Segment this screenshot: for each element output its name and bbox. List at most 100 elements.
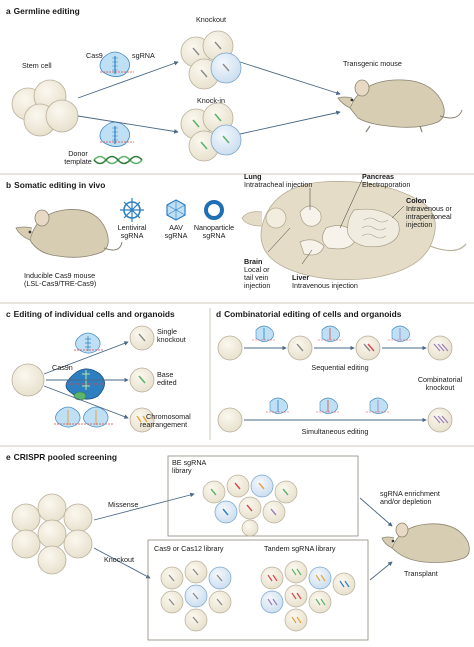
lentiviral-icon (120, 198, 144, 222)
donor-dna-icon (93, 155, 143, 165)
arrow-missense (93, 492, 195, 521)
label-knockin: Knock-in (197, 96, 225, 105)
label-cas-library: Cas9 or Cas12 library (154, 544, 224, 553)
label-single-ko-1: Single (157, 327, 177, 336)
label-lung-desc: Intratracheal injection (244, 180, 313, 189)
label-base-edited-1: Base (157, 370, 174, 379)
section-a-title-text: Germline editing (13, 6, 80, 16)
label-lung: Lung (244, 172, 262, 181)
pooled-source-cluster (11, 493, 93, 575)
label-brain-desc-1: Local or (244, 265, 270, 274)
label-colon-desc-2: intraperitoneal (406, 212, 452, 221)
label-colon-desc-1: Intravenous or (406, 204, 452, 213)
label-lentiviral-2: sgRNA (120, 231, 144, 240)
label-liver-desc: Intravenous injection (292, 281, 358, 290)
label-cas9n: Cas9n (52, 363, 73, 372)
ko-library-box (147, 539, 369, 641)
label-aav-1: AAV (169, 223, 183, 232)
arrow-knockin-to-mouse (239, 110, 341, 135)
arrow-c-single (43, 341, 129, 375)
cas9-single-icon (74, 332, 104, 354)
arrow-to-transplant-bottom (369, 561, 393, 581)
label-pancreas-desc: Electroporation (362, 180, 411, 189)
section-b-graphics (15, 179, 467, 281)
label-missense: Missense (108, 500, 139, 509)
seq-sgrna-icons (252, 325, 412, 342)
section-b-letter: b (6, 180, 12, 190)
label-simultaneous: Simultaneous editing (301, 427, 369, 436)
label-tandem-library: Tandem sgRNA library (264, 544, 336, 553)
label-be-library-2: library (172, 466, 192, 475)
parent-cell-c (11, 363, 45, 397)
label-stem-cell: Stem cell (22, 61, 52, 70)
label-sgrna: sgRNA (132, 51, 155, 60)
sim-cell-2 (427, 407, 453, 433)
label-sequential: Sequential editing (311, 363, 369, 372)
chrom-rearr-cell (129, 407, 155, 433)
section-a-letter: a (6, 6, 11, 16)
label-inducible-mouse-1: Inducible Cas9 mouse (24, 271, 96, 280)
tandem-library-cells (260, 560, 356, 632)
arrow-to-knockin (77, 115, 179, 134)
cas9n-icon (65, 368, 105, 401)
be-library-cells (202, 474, 298, 537)
section-b-title-text: Somatic editing in vivo (14, 180, 106, 190)
section-d-graphics (217, 325, 453, 433)
label-transplant: Transplant (404, 569, 438, 578)
mouse-anatomy-icon (241, 179, 467, 281)
section-e-title-text: CRISPR pooled screening (13, 452, 117, 462)
label-aav-2: sgRNA (164, 231, 188, 240)
section-c-title-text: Editing of individual cells and organoid… (13, 309, 175, 319)
cas9-protein-icon (99, 51, 134, 77)
arrow-knockout-to-mouse (239, 61, 341, 96)
transplant-mouse-icon (381, 522, 470, 563)
label-transgenic-mouse: Transgenic mouse (343, 59, 402, 68)
label-brain-desc-3: injection (244, 281, 271, 290)
label-knockout-e: Knockout (104, 555, 134, 564)
transgenic-mouse-icon (337, 79, 463, 133)
label-pancreas: Pancreas (362, 172, 394, 181)
label-brain: Brain (244, 257, 263, 266)
section-c-letter: c (6, 309, 11, 319)
cas9-donor-icon (99, 121, 134, 147)
label-liver: Liver (292, 273, 310, 282)
section-e-graphics (11, 455, 470, 641)
seq-cell-4 (427, 335, 453, 361)
cas-library-cells (160, 560, 232, 632)
knockout-cluster (180, 30, 242, 90)
label-combinatorial-1: Combinatorial (417, 375, 463, 384)
label-enrichment-2: and/or depletion (380, 497, 432, 506)
label-base-edited-2: edited (157, 378, 177, 387)
sim-cell-1 (217, 407, 243, 433)
nanoparticle-icon (204, 200, 224, 220)
label-be-library-1: BE sgRNA (172, 458, 207, 467)
seq-cell-1 (217, 335, 243, 361)
label-donor-2: template (64, 157, 92, 166)
section-e-letter: e (6, 452, 11, 462)
arrow-knockout-e (93, 547, 151, 579)
section-d-letter: d (216, 309, 222, 319)
sim-sgrna-icons (266, 397, 390, 414)
knockin-cluster (180, 102, 242, 162)
label-inducible-mouse-2: (LSL-Cas9/TRE-Cas9) (24, 279, 97, 288)
label-brain-desc-2: tail vein (244, 273, 269, 282)
arrow-to-transplant-top (359, 497, 393, 527)
section-a-graphics (11, 30, 463, 165)
label-cas9: Cas9 (86, 51, 103, 60)
be-library-box (167, 455, 359, 537)
label-enrichment-1: sgRNA enrichment (380, 489, 440, 498)
label-single-ko-2: knockout (157, 335, 186, 344)
aav-icon (166, 199, 186, 221)
inducible-mouse-icon (15, 209, 123, 258)
label-knockout: Knockout (196, 15, 226, 24)
label-colon: Colon (406, 196, 427, 205)
section-d-title-text: Combinatorial editing of cells and organ… (224, 309, 402, 319)
label-chrom-2: rearrangement (140, 420, 188, 429)
label-donor-1: Donor (68, 149, 88, 158)
cas9-dual-icon (54, 406, 114, 428)
stem-cell-cluster (11, 79, 79, 137)
